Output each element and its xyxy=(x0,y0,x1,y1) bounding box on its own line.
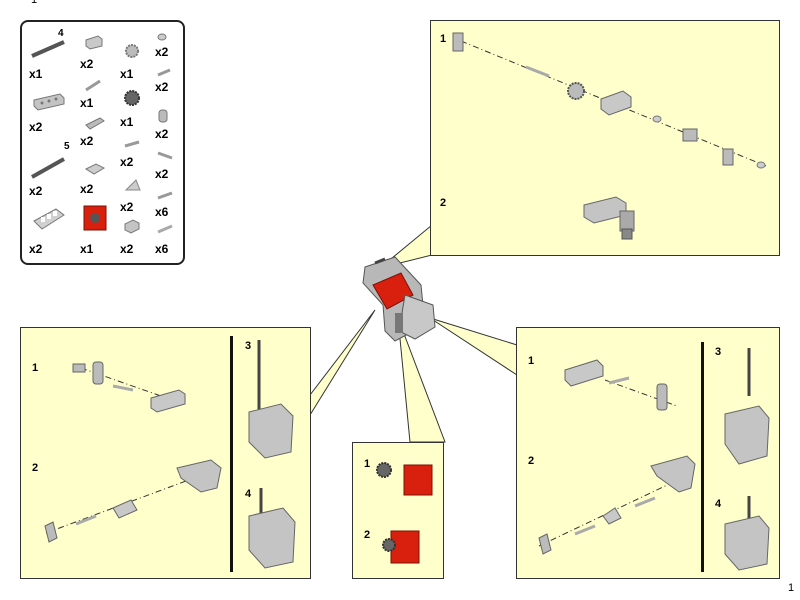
qty-label: x2 xyxy=(29,242,43,256)
step-number: 2 xyxy=(440,197,447,209)
bush-icon xyxy=(157,33,167,41)
gear-dark-icon xyxy=(124,90,140,106)
right-step-illustrations xyxy=(538,348,770,571)
parts-list: 4 x1 x2 5 x2 x2 x2 x1 x2 x2 x1 x1 x xyxy=(20,20,185,265)
peg-icon xyxy=(157,224,173,234)
qty-label: x2 xyxy=(155,45,169,59)
plate-2x2-icon xyxy=(84,163,106,175)
qty-label: x1 xyxy=(29,67,43,81)
plate-2x4-icon xyxy=(33,208,65,230)
qty-label: x2 xyxy=(155,127,169,141)
qty-label: x2 xyxy=(80,134,94,148)
qty-label: x1 xyxy=(120,115,134,129)
step-divider xyxy=(230,336,233,572)
step-number: 3 xyxy=(245,340,252,352)
step-divider xyxy=(701,342,704,572)
gear-16-icon xyxy=(125,44,139,58)
step-number: 2 xyxy=(528,455,535,467)
qty-label: x1 xyxy=(80,96,94,110)
beam-4-icon xyxy=(31,40,65,58)
qty-label: x1 xyxy=(120,67,134,81)
beam-length-label: 4 xyxy=(58,28,64,39)
step-number: 2 xyxy=(32,462,39,474)
callout-panel-top-right: 1 2 xyxy=(430,20,780,256)
step-number: 1 xyxy=(440,33,447,45)
qty-label: x2 xyxy=(120,200,134,214)
step-number: 4 xyxy=(715,498,722,510)
page-number: 1 xyxy=(788,582,795,594)
pin-icon xyxy=(85,79,101,92)
qty-label: x2 xyxy=(120,155,134,169)
step-number: 3 xyxy=(715,346,722,358)
axle-5-icon xyxy=(31,157,65,179)
qty-label: x2 xyxy=(29,184,43,198)
brick-2x2-icon xyxy=(124,219,140,234)
axle-connector-icon xyxy=(85,117,105,130)
step-number: 1 xyxy=(528,355,535,367)
brick-1x4-technic-icon xyxy=(33,93,65,111)
red-gearbox-icon xyxy=(83,205,107,231)
pin-joiner-icon xyxy=(124,140,140,148)
qty-label: x2 xyxy=(120,242,134,256)
qty-label: x2 xyxy=(80,57,94,71)
top-marker: 1 xyxy=(31,0,38,6)
pin-long-icon xyxy=(157,68,171,77)
wedge-icon xyxy=(124,179,141,191)
qty-label: x2 xyxy=(29,120,43,134)
step-number: 4 xyxy=(245,488,252,500)
callout-panel-left: 1 2 3 4 xyxy=(20,327,311,579)
step-number: 1 xyxy=(32,362,39,374)
qty-label: x2 xyxy=(155,80,169,94)
brick-1x2-hole-icon xyxy=(85,35,103,50)
qty-label: x6 xyxy=(155,205,169,219)
step-2-assembly xyxy=(583,196,635,240)
callout-panel-right: 1 2 3 4 xyxy=(516,327,780,579)
center-step-illustrations xyxy=(376,462,433,564)
qty-label: x2 xyxy=(155,167,169,181)
axle-length-label: 5 xyxy=(64,141,70,152)
qty-label: x6 xyxy=(155,242,169,256)
left-step-illustrations xyxy=(44,340,296,569)
liftarm-icon xyxy=(158,109,168,123)
qty-label: x1 xyxy=(80,242,94,256)
axle-pin-icon xyxy=(157,151,173,160)
qty-label: x2 xyxy=(80,182,94,196)
step-1-exploded-assembly xyxy=(452,32,767,169)
callout-panel-center: 1 2 xyxy=(352,442,444,579)
step-number: 2 xyxy=(364,529,371,541)
axle-pin-icon xyxy=(157,191,173,200)
main-model-illustration xyxy=(362,256,436,342)
step-number: 1 xyxy=(364,458,371,470)
